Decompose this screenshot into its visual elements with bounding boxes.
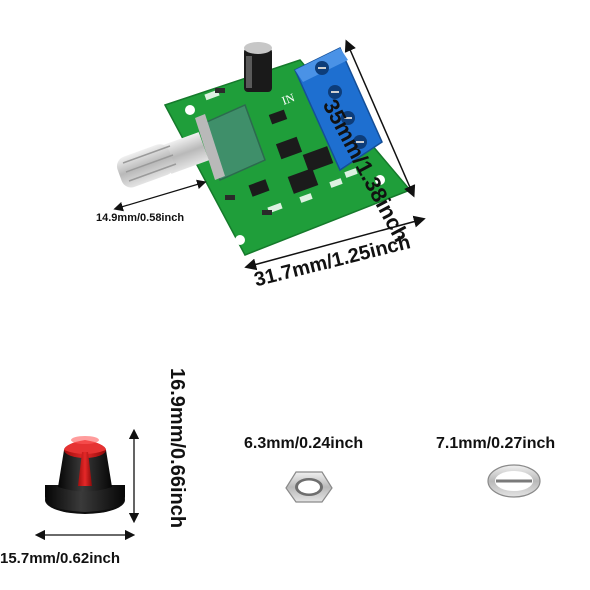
knob-height-label: 16.9mm/0.66inch [166,368,188,529]
board-width-arrow [244,215,426,271]
board-height-arrow [344,39,416,198]
knob [45,436,125,514]
nut-size-label: 6.3mm/0.24inch [244,435,364,452]
washer-size-label: 7.1mm/0.27inch [436,435,556,452]
washer [487,464,541,498]
potentiometer [116,103,266,188]
pcb-board [163,59,412,256]
shaft-length-label: 14.9mm/0.58inch [96,212,185,224]
hex-nut [285,471,333,503]
capacitor [244,42,272,92]
knob-diameter-label: 15.7mm/0.62inch [0,550,121,567]
shaft-length-arrow [113,179,207,212]
